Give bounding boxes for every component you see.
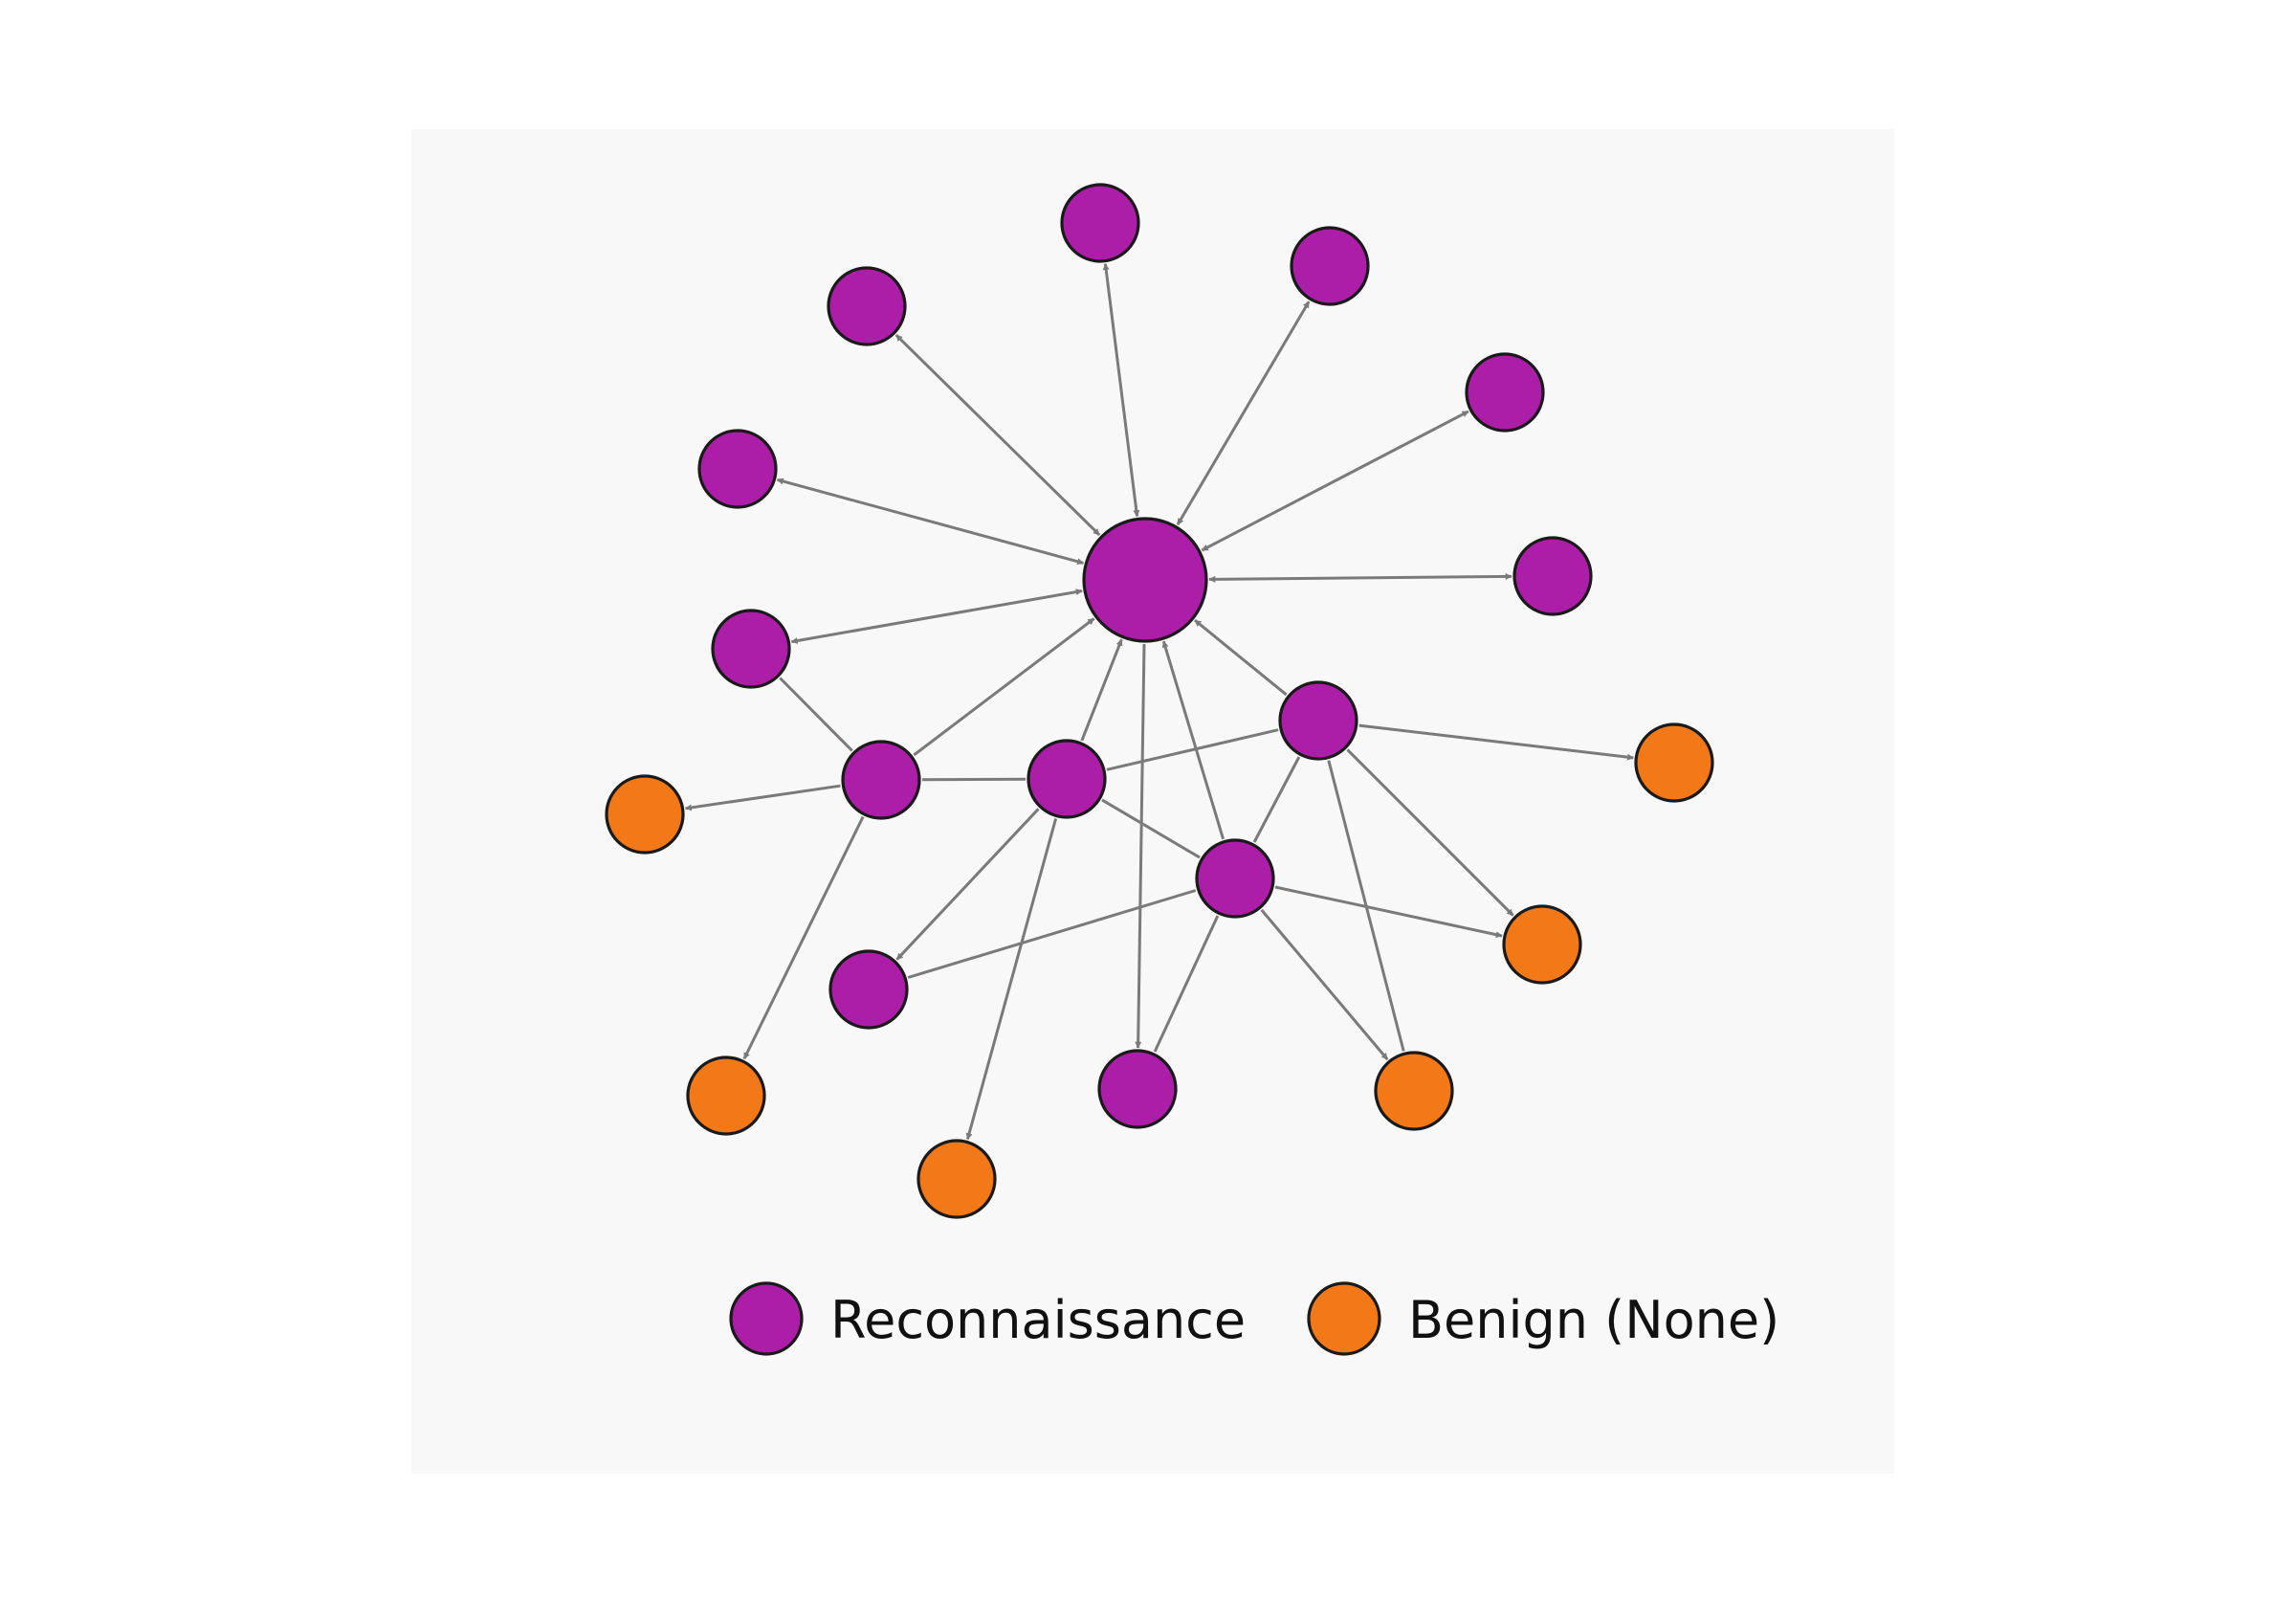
edge-r_mid_left-hub — [913, 617, 1095, 757]
edge-r_lower_center-b_lower_right — [1274, 885, 1503, 939]
legend-swatch-benign — [1307, 1281, 1381, 1356]
edge-r_mid_right-b_lower_right — [1346, 748, 1514, 917]
edge-r_lower_center-r_bottom — [1153, 915, 1220, 1053]
legend-item-reconnaissance: Reconnaissance — [729, 1281, 1246, 1356]
node-b-lower-right[interactable] — [1502, 904, 1582, 985]
edge-r_lower_center-r_lower_left — [907, 889, 1197, 979]
node-r-top-right[interactable] — [1290, 226, 1370, 306]
edge-r_mid_center-b_bottom_center_left — [965, 818, 1058, 1141]
edge-r_mid_right-hub — [1194, 619, 1288, 697]
node-b-right[interactable] — [1634, 722, 1714, 803]
node-r-mid-left[interactable] — [841, 740, 921, 820]
edge-hub-r_left — [790, 589, 1083, 644]
node-b-bottom-right[interactable] — [1374, 1051, 1454, 1131]
node-r-mid-center[interactable] — [1027, 739, 1107, 819]
node-b-bottom-center-left[interactable] — [916, 1139, 997, 1219]
node-r-left[interactable] — [711, 609, 791, 689]
node-r-mid-right[interactable] — [1278, 680, 1358, 761]
edge-r_mid_center-r_mid_right — [1106, 728, 1279, 771]
legend-label-reconnaissance: Reconnaissance — [830, 1290, 1246, 1350]
node-hub[interactable] — [1082, 517, 1208, 643]
edge-r_left-r_mid_left — [779, 677, 853, 752]
edge-hub-r_right_upper — [1201, 410, 1469, 552]
node-b-left[interactable] — [605, 774, 685, 855]
edge-r_mid_left-r_mid_center — [921, 777, 1027, 782]
node-r-left-upper[interactable] — [697, 429, 778, 509]
node-r-bottom[interactable] — [1097, 1049, 1178, 1129]
edge-r_lower_center-b_bottom_right — [1260, 908, 1389, 1061]
edge-hub-r_right — [1208, 572, 1512, 583]
edge-r_mid_center-r_lower_left — [895, 808, 1040, 961]
nodes-layer — [605, 183, 1714, 1219]
node-r-lower-left[interactable] — [828, 949, 909, 1030]
edge-hub-r_top — [1102, 263, 1140, 518]
node-r-right[interactable] — [1512, 536, 1593, 616]
node-r-top-left[interactable] — [827, 266, 907, 346]
node-r-top[interactable] — [1060, 183, 1140, 263]
node-r-right-upper[interactable] — [1465, 352, 1545, 433]
edge-r_mid_right-b_right — [1358, 723, 1634, 761]
legend: Reconnaissance Benign (None) — [729, 1281, 1779, 1356]
node-r-lower-center[interactable] — [1195, 838, 1275, 919]
legend-item-benign: Benign (None) — [1307, 1281, 1779, 1356]
edge-r_mid_center-r_lower_center — [1101, 798, 1201, 859]
legend-label-benign: Benign (None) — [1408, 1290, 1779, 1350]
edge-r_lower_center-hub — [1161, 640, 1225, 840]
edge-r_mid_left-b_left — [684, 784, 841, 811]
edge-r_mid_right-r_lower_center — [1252, 756, 1301, 843]
edge-hub-r_left_upper — [776, 478, 1085, 566]
edges-layer — [684, 263, 1634, 1141]
legend-swatch-reconnaissance — [729, 1281, 804, 1356]
node-b-bottom-left[interactable] — [686, 1056, 766, 1136]
edge-hub-r_bottom — [1135, 643, 1146, 1049]
edge-r_mid_center-hub — [1080, 638, 1123, 742]
edge-r_mid_left-b_bottom_left — [742, 815, 865, 1060]
